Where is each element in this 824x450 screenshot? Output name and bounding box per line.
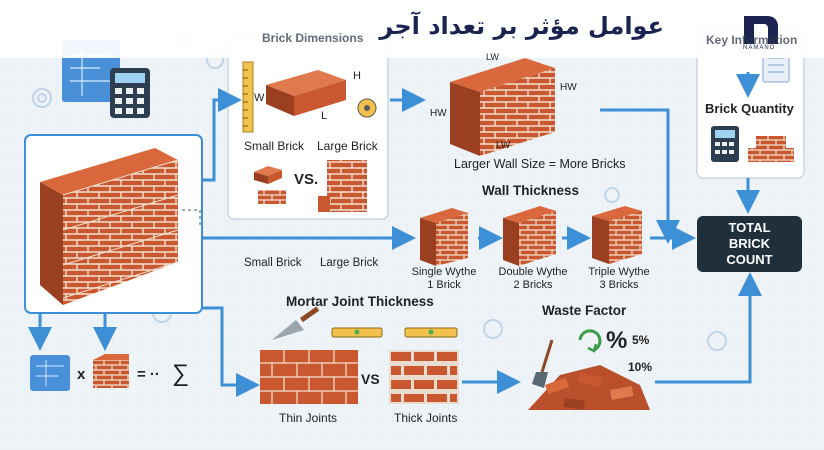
formula-equals: = ·· (137, 366, 160, 383)
single-wythe-label-1: Single Wythe (411, 266, 477, 278)
brick-pile-icon (748, 136, 794, 162)
wall-thickness-title: Wall Thickness (482, 183, 580, 198)
waste-percent-symbol: % (606, 327, 628, 354)
wt-large-brick-label: Large Brick (320, 257, 379, 269)
triple-wythe-label-2: 3 Bricks (599, 279, 639, 291)
brick-quantity-label: Brick Quantity (705, 101, 794, 116)
dimension-brick (266, 70, 346, 116)
double-wythe-label-2: 2 Bricks (513, 279, 553, 291)
flow-arrows (28, 72, 762, 397)
waste-factor-title: Waste Factor (542, 303, 627, 318)
thin-joints-wall (260, 350, 358, 404)
tape-measure-icon (357, 98, 377, 118)
thick-joints-label: Thick Joints (394, 411, 458, 425)
logo-text: NAMANO (743, 45, 776, 51)
brick-dimensions-title: Brick Dimensions (262, 31, 364, 45)
total-line-2: BRICK (728, 236, 771, 251)
calculator-icon-right (711, 126, 739, 162)
dashed-guide (182, 209, 201, 225)
small-brick-label: Small Brick (244, 139, 305, 153)
total-line-1: TOTAL (728, 220, 771, 235)
vs-label: VS. (294, 171, 319, 188)
waste-10-percent: 10% (628, 360, 653, 374)
waste-brick-pile (528, 365, 650, 410)
thin-joints-label: Thin Joints (279, 411, 338, 425)
dim-w-label: W (254, 92, 265, 104)
large-brick-label: Large Brick (317, 139, 378, 153)
formula-sigma: ∑ (172, 360, 190, 387)
main-brick-wall (40, 148, 179, 305)
single-wythe-block (420, 208, 468, 266)
level-icon (331, 327, 458, 338)
double-wythe-label-1: Double Wythe (498, 266, 568, 278)
wall-lw-top: LW (486, 52, 499, 62)
formula-brick-icon (93, 354, 129, 388)
wall-hw-left: HW (430, 108, 447, 119)
triple-wythe-label-1: Triple Wythe (588, 266, 650, 278)
page-title: عوامل مؤثر بر تعداد آجر (379, 12, 664, 40)
key-info-title: Key Information (706, 33, 798, 47)
total-brick-count-box: TOTAL BRICK COUNT (697, 216, 802, 272)
wall-size-caption: Larger Wall Size = More Bricks (454, 157, 626, 171)
single-wythe-label-2: 1 Brick (427, 279, 461, 291)
mortar-vs: VS (361, 371, 380, 387)
title-bar (0, 0, 824, 58)
dim-h-label: H (353, 70, 361, 82)
shovel-icon (532, 339, 554, 388)
waste-5-percent: 5% (632, 333, 650, 347)
total-line-3: COUNT (726, 252, 773, 267)
calculator-icon-left (110, 68, 150, 118)
large-wall-block (450, 58, 555, 156)
formula-blueprint-icon (30, 355, 70, 391)
wall-hw-right: HW (560, 82, 577, 93)
thick-joints-wall (389, 350, 459, 404)
triple-wythe-block (592, 206, 642, 264)
dim-l-label: L (321, 110, 328, 122)
trowel-icon (272, 306, 320, 340)
brand-logo: NAMANO (738, 12, 786, 52)
wt-small-brick-label: Small Brick (244, 257, 302, 269)
wall-lw-bottom: LW (496, 140, 511, 151)
double-wythe-block (503, 206, 556, 266)
large-brick-stack (318, 160, 367, 212)
ruler-icon (242, 61, 254, 133)
small-brick-icon (254, 166, 286, 204)
formula-times: x (77, 366, 86, 383)
recycle-icon (578, 329, 602, 353)
mortar-title: Mortar Joint Thickness (286, 294, 434, 309)
